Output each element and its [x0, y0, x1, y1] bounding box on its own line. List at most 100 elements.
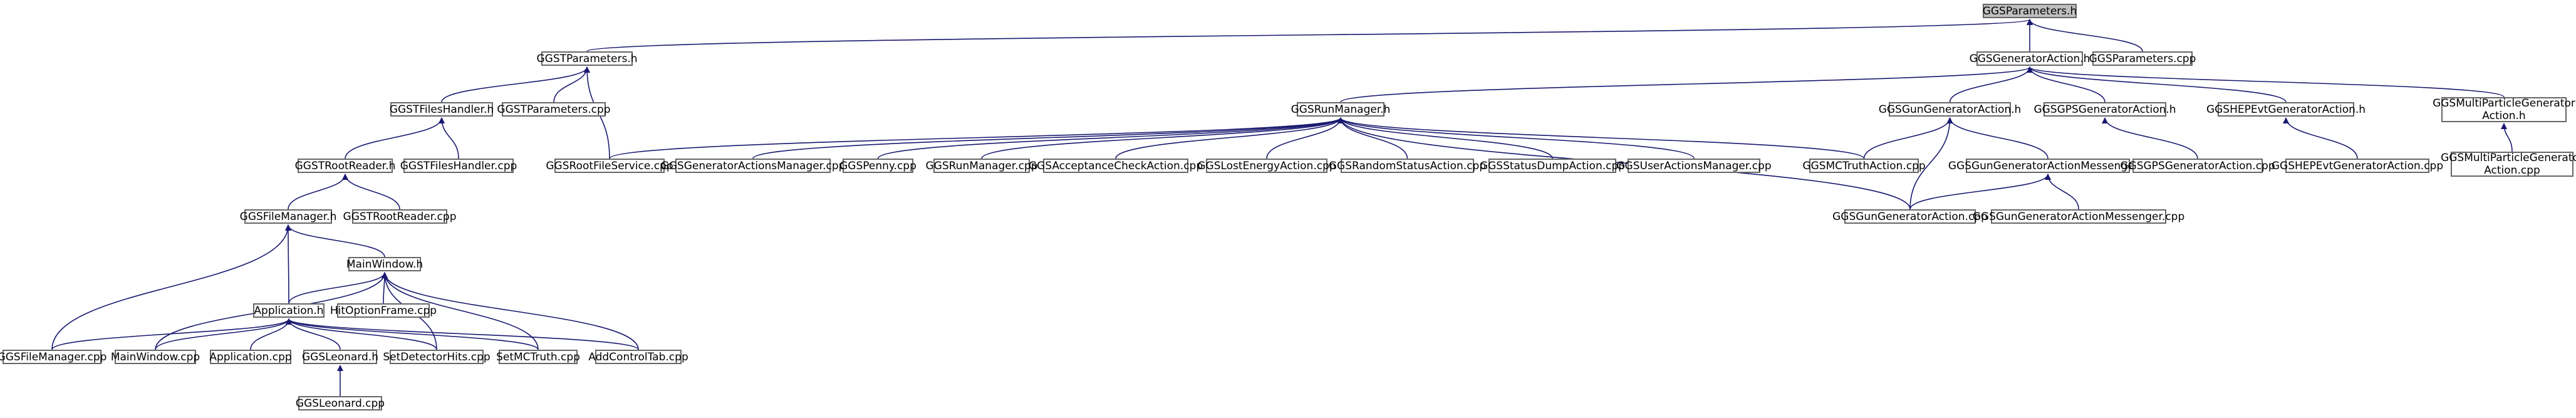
node-ggslostenergyaction-cpp[interactable]: GGSLostEnergyAction.cpp	[1197, 159, 1336, 173]
node-ggsfilemanager-h[interactable]: GGSFileManager.h	[240, 209, 336, 224]
node-ggsuseractionsmanager-cpp[interactable]: GGSUserActionsManager.cpp	[1616, 159, 1772, 173]
node-label: GGSFileManager.h	[239, 210, 337, 223]
edge-ggsgungeneratoraction-cpp-to-ggsgungeneratoraction-h	[1909, 117, 1953, 210]
node-label: GGSRandomStatusAction.cpp	[1328, 159, 1487, 172]
node-label: GGSGeneratorActionsManager.cpp	[660, 159, 846, 172]
edge-ggstrootreader-cpp-to-ggstrootreader-h	[342, 174, 400, 210]
node-ggsgungeneratoraction-cpp[interactable]: GGSGunGeneratorAction.cpp	[1832, 209, 1988, 224]
edge-ggsgungeneratoraction-h-to-ggsgeneratoraction-h	[1949, 66, 2033, 103]
node-setmctruth-cpp[interactable]: SetMCTruth.cpp	[496, 350, 580, 364]
node-ggstfileshandler-cpp[interactable]: GGSTFilesHandler.cpp	[400, 159, 517, 173]
node-label: GGSRunManager.cpp	[925, 159, 1038, 172]
edge-ggshepevtgeneratoraction-h-to-ggsgeneratoraction-h	[2027, 66, 2287, 103]
node-label: GGSLeonard.cpp	[295, 397, 385, 410]
node-ggsrunmanager-h[interactable]: GGSRunManager.h	[1291, 102, 1390, 117]
node-setdetectorhits-cpp[interactable]: SetDetectorHits.cpp	[383, 350, 491, 364]
node-label: GGSUserActionsManager.cpp	[1616, 159, 1772, 172]
node-ggsrootfileservice-cpp[interactable]: GGSRootFileService.cpp	[546, 159, 673, 173]
edge-ggsacceptancecheckaction-cpp-to-ggsrunmanager-h	[1115, 117, 1344, 159]
node-label: GGSRunManager.h	[1291, 103, 1391, 116]
node-application-cpp[interactable]: Application.cpp	[209, 350, 292, 364]
edge-ggsrootfileservice-cpp-to-ggsrunmanager-h	[609, 117, 1344, 159]
edge-ggsgpsgeneratoraction-cpp-to-ggsgpsgeneratoraction-h	[2102, 117, 2198, 159]
node-application-h[interactable]: Application.h	[253, 303, 325, 318]
node-ggstrootreader-h[interactable]: GGSTRootReader.h	[294, 159, 396, 173]
node-label: GGSGunGeneratorAction.cpp	[1832, 210, 1988, 223]
node-label: GGSMultiParticleGenerator	[2433, 97, 2575, 110]
node-mainwindow-h[interactable]: MainWindow.h	[346, 257, 423, 271]
node-label: GGSAcceptanceCheckAction.cpp	[1028, 159, 1203, 172]
node-label: GGSParameters.h	[1982, 4, 2077, 18]
node-ggstparameters-h[interactable]: GGSTParameters.h	[537, 51, 638, 66]
node-label: AddControlTab.cpp	[588, 350, 688, 363]
node-ggsleonard-h[interactable]: GGSLeonard.h	[302, 350, 378, 364]
edge-ggslostenergyaction-cpp-to-ggsrunmanager-h	[1266, 117, 1344, 159]
node-ggstparameters-cpp[interactable]: GGSTParameters.cpp	[497, 102, 611, 117]
node-label: GGSMCTruthAction.cpp	[1802, 159, 1926, 172]
node-ggsgungeneratoractionmessenger-h[interactable]: GGSGunGeneratorActionMessenger.h	[1948, 159, 2148, 173]
node-ggshepevtgeneratoraction-h[interactable]: GGSHEPEvtGeneratorAction.h	[2206, 102, 2366, 117]
edge-setmctruth-cpp-to-mainwindow-h	[382, 272, 539, 350]
edge-addcontroltab-cpp-to-application-h	[286, 318, 639, 350]
node-ggsrunmanager-cpp[interactable]: GGSRunManager.cpp	[925, 159, 1038, 173]
node-ggsgpsgeneratoraction-h[interactable]: GGSGPSGeneratorAction.h	[2033, 102, 2176, 117]
node-label: GGSTRootReader.cpp	[343, 210, 457, 223]
node-ggsgpsgeneratoraction-cpp[interactable]: GGSGPSGeneratorAction.cpp	[2120, 159, 2275, 173]
node-ggsstatusdumpaction-cpp[interactable]: GGSStatusDumpAction.cpp	[1480, 159, 1625, 173]
edge-ggsgeneratoractionsmanager-cpp-to-ggsrunmanager-h	[752, 117, 1344, 159]
node-label: GGSTRootReader.h	[294, 159, 396, 172]
node-ggsleonard-cpp[interactable]: GGSLeonard.cpp	[295, 396, 385, 410]
node-ggsgeneratoraction-h[interactable]: GGSGeneratorAction.h	[1970, 51, 2090, 66]
node-label: Application.cpp	[209, 350, 292, 363]
edge-ggsstatusdumpaction-cpp-to-ggsrunmanager-h	[1337, 117, 1553, 159]
node-label: GGSHEPEvtGeneratorAction.h	[2206, 103, 2366, 116]
edge-setmctruth-cpp-to-application-h	[286, 318, 539, 350]
edge-ggsmctruthaction-cpp-to-ggsrunmanager-h	[1337, 117, 1865, 159]
node-ggspenny-cpp[interactable]: GGSPenny.cpp	[839, 159, 917, 173]
edge-ggstfileshandler-cpp-to-ggstfileshandler-h	[439, 117, 459, 159]
node-label: HitOptionFrame.cpp	[330, 304, 437, 317]
edge-ggspenny-cpp-to-ggsrunmanager-h	[877, 117, 1344, 159]
node-label: GGSGunGeneratorAction.h	[1878, 103, 2022, 116]
edge-application-h-to-ggsfilemanager-h	[285, 224, 292, 304]
node-label: GGSMultiParticleGenerator	[2441, 152, 2576, 164]
edge-ggsmctruthaction-cpp-to-ggsgungeneratoraction-h	[1863, 117, 1953, 159]
node-ggshepevtgeneratoraction-cpp[interactable]: GGSHEPEvtGeneratorAction.cpp	[2272, 159, 2443, 173]
edge-ggsfilemanager-h-to-ggstrootreader-h	[288, 174, 348, 210]
node-ggsgungeneratoractionmessenger-cpp[interactable]: GGSGunGeneratorActionMessenger.cpp	[1973, 209, 2184, 224]
node-label: SetMCTruth.cpp	[496, 350, 580, 363]
node-hitoptionframe-cpp[interactable]: HitOptionFrame.cpp	[330, 303, 437, 318]
node-label: Application.h	[254, 304, 324, 317]
node-ggsmctruthaction-cpp[interactable]: GGSMCTruthAction.cpp	[1802, 159, 1926, 173]
node-addcontroltab-cpp[interactable]: AddControlTab.cpp	[588, 350, 688, 364]
edge-setdetectorhits-cpp-to-application-h	[286, 318, 437, 350]
node-ggsrandomstatusaction-cpp[interactable]: GGSRandomStatusAction.cpp	[1329, 159, 1486, 173]
node-ggsparameters-cpp[interactable]: GGSParameters.cpp	[2089, 51, 2196, 66]
node-ggsparameters-h: GGSParameters.h	[1983, 4, 2077, 18]
edge-mainwindow-cpp-to-application-h	[155, 318, 292, 350]
node-label: GGSGunGeneratorActionMessenger.cpp	[1972, 210, 2185, 223]
node-label: GGSGunGeneratorActionMessenger.h	[1948, 159, 2148, 172]
edge-ggsgungeneratoraction-cpp-to-ggsgungeneratoractionmessenger-h	[1909, 174, 2051, 210]
node-label-line2: Action.cpp	[2484, 164, 2540, 177]
node-ggsacceptancecheckaction-cpp[interactable]: GGSAcceptanceCheckAction.cpp	[1029, 159, 1203, 173]
node-ggsgungeneratoraction-h[interactable]: GGSGunGeneratorAction.h	[1879, 102, 2021, 117]
node-ggstrootreader-cpp[interactable]: GGSTRootReader.cpp	[343, 209, 457, 224]
edge-ggsrandomstatusaction-cpp-to-ggsrunmanager-h	[1337, 117, 1408, 159]
edge-ggsparameters-cpp-to-ggsparameters-h	[2027, 19, 2143, 52]
node-label: SetDetectorHits.cpp	[383, 350, 491, 363]
edge-application-h-to-mainwindow-h	[288, 272, 388, 304]
node-label: GGSRootFileService.cpp	[546, 159, 673, 172]
node-ggsgeneratoractionsmanager-cpp[interactable]: GGSGeneratorActionsManager.cpp	[661, 159, 845, 173]
node-label: GGSTFilesHandler.cpp	[400, 159, 517, 172]
edge-ggsrunmanager-cpp-to-ggsrunmanager-h	[981, 117, 1344, 159]
node-ggsfilemanager-cpp[interactable]: GGSFileManager.cpp	[0, 350, 106, 364]
edge-ggsleonard-h-to-application-h	[286, 318, 341, 350]
node-label: GGSParameters.cpp	[2089, 52, 2196, 65]
node-mainwindow-cpp[interactable]: MainWindow.cpp	[111, 350, 200, 364]
node-ggstfileshandler-h[interactable]: GGSTFilesHandler.h	[390, 102, 494, 117]
